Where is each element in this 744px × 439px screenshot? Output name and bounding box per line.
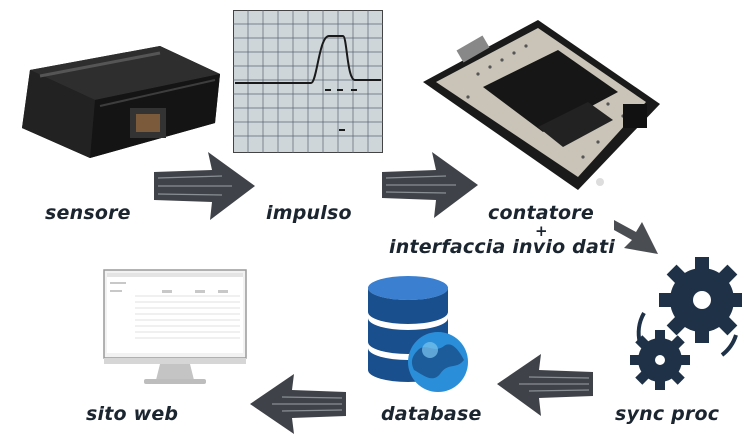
database-icon (360, 270, 475, 395)
arrow-contatore-sync (612, 210, 662, 256)
counter-board-image (418, 12, 668, 192)
arrow-sync-database (495, 352, 595, 418)
label-impulso: impulso (266, 202, 352, 224)
sync-gears-icon (622, 255, 742, 390)
label-contatore: contatore (488, 202, 594, 224)
arrow-database-sitoweb (248, 372, 348, 436)
pulse-oscilloscope-image (233, 10, 383, 153)
label-sensore: sensore (45, 202, 131, 224)
arrow-sensore-impulso (152, 150, 257, 222)
label-plus: + (535, 222, 548, 240)
website-monitor-image (100, 268, 250, 386)
arrow-impulso-contatore (380, 150, 480, 220)
label-sito-web: sito web (86, 403, 179, 425)
label-database: database (381, 403, 482, 425)
sensor-case-image (10, 18, 225, 170)
label-sync-proc: sync proc (615, 403, 720, 425)
label-interfaccia: interfaccia invio dati (389, 236, 615, 258)
